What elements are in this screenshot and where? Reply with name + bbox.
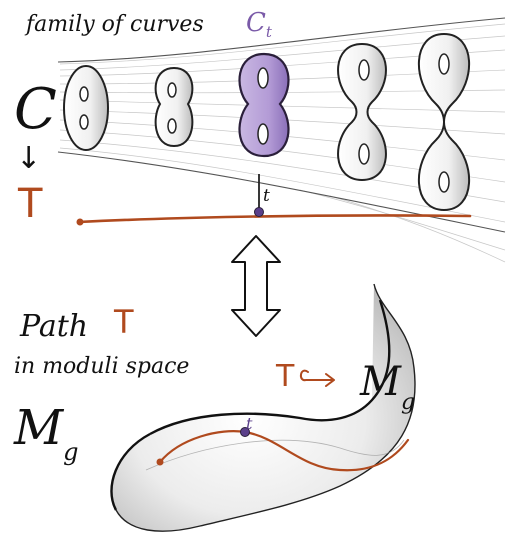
moduli-symbol-left: Mg — [14, 404, 79, 452]
fiber-label-subscript: t — [266, 23, 272, 41]
moduli-symbol-main: M — [14, 400, 63, 456]
embedding-M-main: M — [360, 359, 401, 405]
path-T-label: T — [114, 306, 134, 338]
curve-1 — [64, 66, 108, 150]
moduli-path-start — [157, 459, 164, 466]
curve-5 — [419, 34, 469, 210]
base-point — [255, 208, 264, 217]
diagram-title: family of curves — [26, 14, 204, 36]
equivalence-arrow-icon — [232, 236, 280, 336]
base-point-label: t — [263, 188, 270, 205]
embedding-T-label: T — [276, 362, 294, 392]
curve-4 — [338, 44, 386, 180]
fiber-curve — [240, 54, 289, 156]
hook-arrow-icon — [301, 371, 334, 386]
fiber-label-main: C — [246, 8, 266, 38]
moduli-point-label: t — [246, 416, 252, 432]
moduli-symbol-right: Mg — [360, 362, 415, 402]
projection-arrow-icon: ↓ — [16, 144, 41, 174]
fiber-label: Ct — [246, 10, 272, 36]
total-space-label: C — [14, 82, 57, 138]
base-line — [77, 215, 471, 225]
moduli-symbol-subscript: g — [63, 438, 78, 466]
embedding-M-subscript: g — [401, 390, 415, 415]
base-label: T — [18, 184, 42, 224]
curve-2 — [156, 68, 193, 146]
path-label: Path — [20, 312, 88, 342]
moduli-space-label: in moduli space — [14, 356, 189, 378]
